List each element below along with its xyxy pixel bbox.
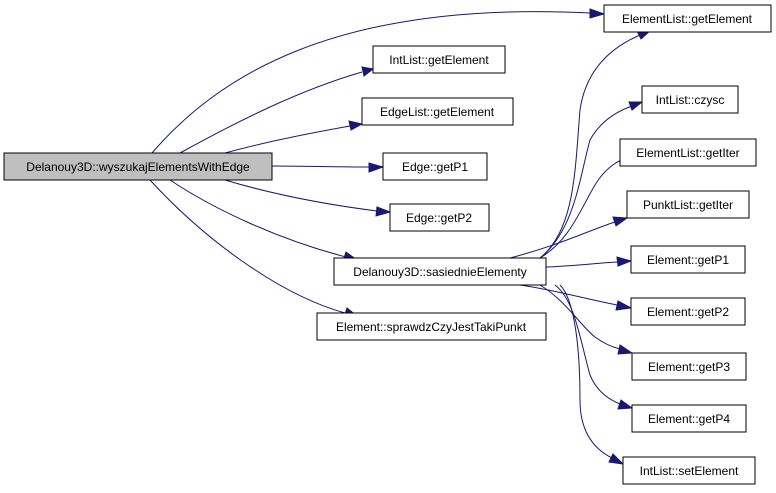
arrowhead-element-getp1	[616, 256, 633, 267]
edge-sasiednie-to-elementlist-getiter	[539, 154, 634, 259]
arrowhead-element-getp4	[617, 399, 634, 410]
node-element-getp1[interactable]: Element::getP1	[630, 245, 746, 274]
node-intlist-setelement[interactable]: IntList::setElement	[622, 456, 756, 485]
node-label: Element::getP3	[648, 360, 730, 374]
node-element-getp3[interactable]: Element::getP3	[631, 352, 747, 381]
node-label: Element::getP1	[647, 253, 729, 267]
call-edges	[149, 11, 641, 459]
node-intlist-czysc[interactable]: IntList::czysc	[641, 85, 739, 114]
node-label: Delanouy3D::sasiednieElementy	[353, 265, 526, 279]
arrowhead-edgelist-getelement	[348, 120, 364, 131]
arrowhead-edge-getp1	[368, 162, 385, 173]
node-label: Element::getP4	[648, 412, 730, 426]
edge-root-to-edge-getp1	[271, 165, 371, 168]
node-label: Element::sprawdzCzyJestTakiPunkt	[336, 320, 527, 334]
node-label: IntList::setElement	[640, 464, 739, 478]
edge-root-to-sasiednieelementy	[169, 179, 347, 258]
node-label: Edge::getP2	[406, 211, 472, 225]
node-edge-getp1[interactable]: Edge::getP1	[382, 152, 488, 181]
edge-sasiednie-to-intlist-czysc	[539, 105, 633, 259]
node-intlist-getelement[interactable]: IntList::getElement	[372, 45, 506, 74]
arrowhead-punktlist-getiter	[612, 216, 629, 227]
node-elementlist-getelement[interactable]: ElementList::getElement	[603, 4, 772, 33]
arrowhead-intlist-setelement	[608, 453, 625, 465]
node-label: IntList::getElement	[389, 53, 489, 67]
edge-root-to-intlist-getelement	[179, 71, 363, 154]
node-sasiednieelementy[interactable]: Delanouy3D::sasiednieElementy	[333, 257, 547, 286]
arrowhead-element-getp3	[617, 344, 634, 355]
node-label: Edge::getP1	[402, 160, 468, 174]
node-label: EdgeList::getElement	[380, 105, 495, 119]
edge-root-to-elementlist-getelement	[151, 11, 591, 154]
node-edge-getp2[interactable]: Edge::getP2	[389, 203, 490, 232]
arrowhead-intlist-getelement	[361, 66, 375, 77]
node-label: Delanouy3D::wyszukajElementsWithEdge	[26, 160, 250, 174]
arrowhead-elementlist-getelement	[589, 8, 606, 19]
edge-sasiednie-to-intlist-setelement	[559, 284, 613, 459]
edge-root-to-edge-getp2	[224, 179, 378, 212]
node-label: ElementList::getIter	[636, 146, 739, 160]
node-wyszukajelementswithedge[interactable]: Delanouy3D::wyszukajElementsWithEdge	[3, 152, 273, 181]
edge-sasiednie-to-element-getp3	[539, 284, 621, 350]
node-label: ElementList::getElement	[622, 12, 753, 26]
node-label: Element::getP2	[647, 305, 729, 319]
edge-sasiednie-to-punktlist-getiter	[509, 221, 616, 259]
edge-root-to-sprawdzczyjesttakipunkt	[149, 179, 346, 314]
node-punktlist-getiter[interactable]: PunktList::getIter	[626, 190, 750, 219]
node-label: PunktList::getIter	[643, 198, 733, 212]
edge-root-to-edgelist-getelement	[224, 125, 351, 154]
node-element-getp4[interactable]: Element::getP4	[631, 404, 747, 433]
edge-sasiednie-to-elementlist-getelement	[539, 34, 641, 259]
call-graph-nodes: Delanouy3D::wyszukajElementsWithEdge Ele…	[3, 4, 772, 485]
node-label: IntList::czysc	[656, 93, 725, 107]
arrowhead-edge-getp2	[375, 206, 392, 217]
node-element-getp2[interactable]: Element::getP2	[630, 297, 746, 326]
arrowhead-intlist-czysc	[628, 101, 644, 111]
node-edgelist-getelement[interactable]: EdgeList::getElement	[361, 97, 514, 126]
edge-sasiednie-to-element-getp2	[519, 284, 618, 306]
node-sprawdzczyjesttakipunkt[interactable]: Element::sprawdzCzyJestTakiPunkt	[316, 312, 547, 341]
edge-sasiednie-to-element-getp1	[545, 261, 618, 268]
edge-sasiednie-to-element-getp4	[554, 284, 621, 405]
node-elementlist-getiter[interactable]: ElementList::getIter	[619, 138, 757, 167]
arrowhead-element-getp2	[615, 300, 633, 311]
